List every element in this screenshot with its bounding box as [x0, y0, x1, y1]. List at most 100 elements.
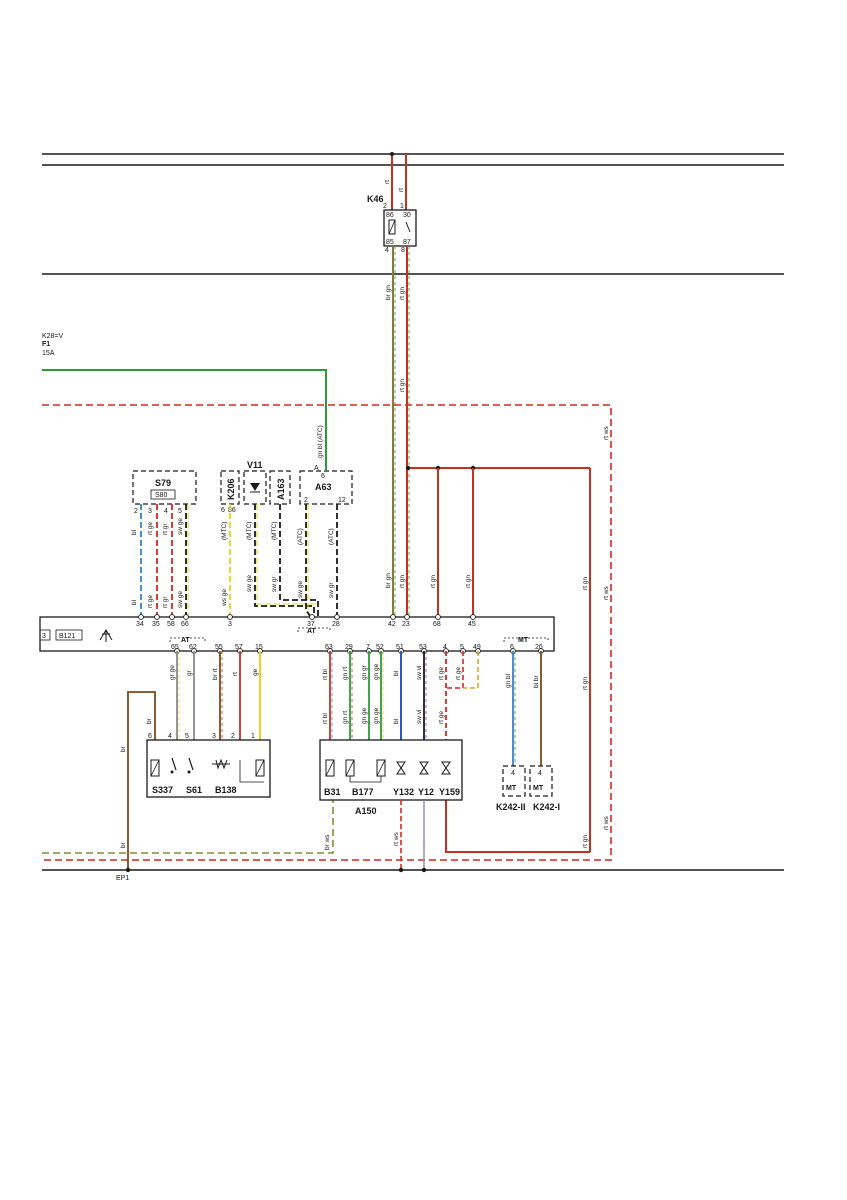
- pin: 45: [468, 621, 476, 628]
- fuse-label-3: 15A: [42, 350, 55, 357]
- junction: [405, 465, 411, 471]
- component-label-b31: B31: [324, 787, 341, 797]
- pin: 37: [307, 621, 315, 628]
- pin: 4: [385, 247, 389, 254]
- wire-label: br gn: [385, 285, 392, 300]
- pin: 4: [511, 770, 515, 777]
- component-label-b177: B177: [352, 787, 374, 797]
- connector-k242-i: [529, 765, 553, 797]
- wire-label: rt gn: [582, 677, 589, 690]
- wire-label: gn ge: [373, 707, 380, 724]
- valve-y12-icon: [419, 761, 429, 775]
- wire-label: gn rt: [342, 711, 349, 724]
- wire-label: sw gr: [328, 582, 335, 598]
- component-label-y132: Y132: [393, 787, 414, 797]
- s80-box: [150, 489, 176, 500]
- wire-label: br: [120, 841, 127, 848]
- pin: 63: [325, 644, 333, 651]
- internal-link: [239, 760, 264, 783]
- pin: 35: [152, 621, 160, 628]
- wire-gn-bl-atc: [42, 369, 327, 470]
- wire-label: rt gn: [430, 575, 437, 588]
- component-label-b-frag: 3: [42, 633, 46, 640]
- potentiometer-icon: [212, 758, 230, 770]
- wire-label: (MTC): [271, 522, 278, 540]
- group-label-at: AT: [307, 628, 317, 635]
- pin: 4: [164, 508, 168, 515]
- relay-switch-icon: [405, 221, 411, 233]
- wire-label: gn rt: [342, 667, 349, 680]
- mt-bracket: [503, 637, 549, 642]
- at-bracket: [169, 637, 206, 642]
- ground-point-ep1: EP1: [116, 875, 129, 882]
- ecu-connector-bar: [39, 616, 555, 652]
- wire-label: gn ge: [373, 663, 380, 680]
- component-label-a63: A63: [315, 482, 332, 492]
- wire-label: gr: [186, 669, 193, 676]
- wire-rt-gn-y159: [445, 800, 590, 853]
- group-label-mt: MT: [518, 637, 529, 644]
- switch-contact-icon: [171, 757, 194, 771]
- component-label-a150: A150: [355, 806, 377, 816]
- wire-label: (MTC): [246, 522, 253, 540]
- wire-label: rt ge: [147, 522, 154, 535]
- pin: 86: [228, 507, 236, 514]
- pin: 2: [383, 203, 387, 210]
- wire-label: rt gr: [162, 596, 169, 608]
- wire-label: rt gr: [162, 523, 169, 535]
- wire-label: br: [146, 717, 153, 724]
- component-label-s79: S79: [155, 478, 171, 488]
- ground-symbol-icon: [99, 629, 113, 642]
- group-label-at: AT: [181, 637, 191, 644]
- valve-y132-icon: [396, 761, 406, 775]
- module-a163: [269, 470, 291, 505]
- sub-label-mt: MT: [506, 785, 517, 792]
- ecu-top-pins: [138, 614, 476, 620]
- pin: 53: [419, 644, 427, 651]
- connector-box: [39, 629, 51, 641]
- pin: 7: [366, 644, 370, 651]
- pin: 6: [221, 507, 225, 514]
- component-label-s337: S337: [152, 785, 173, 795]
- component-label-k242-ii: K242-II: [496, 802, 526, 812]
- pin: 62: [189, 644, 197, 651]
- sensor-b31-icon: [325, 759, 335, 777]
- wire-label: rt ge: [147, 595, 154, 608]
- module-a63: [299, 470, 353, 505]
- wire-label: bl: [393, 670, 400, 676]
- wire-label: bl: [393, 718, 400, 724]
- wire-label: sw ge: [297, 581, 304, 598]
- wire-label: sw ge: [177, 518, 184, 535]
- wire-label: rt ws: [603, 816, 610, 830]
- wire-label: gr ge: [169, 665, 176, 680]
- wire-label: rt gn: [399, 575, 406, 588]
- wire-label: rt bl: [322, 713, 329, 724]
- wire-rt-ws-loop: [42, 404, 612, 861]
- relay-coil-diagonal: [388, 219, 396, 235]
- pin: 85: [386, 239, 394, 246]
- junction: [125, 867, 131, 873]
- resistor-diagonal: [150, 759, 160, 777]
- wire-label: sw ge: [246, 575, 253, 592]
- pin: 5: [460, 644, 464, 651]
- connector-box: [55, 629, 83, 641]
- pin: 3: [228, 621, 232, 628]
- pin: 6: [510, 644, 514, 651]
- pin: 51: [396, 644, 404, 651]
- pin: 52: [376, 644, 384, 651]
- component-label-y12: Y12: [418, 787, 434, 797]
- wire-label: br gn: [385, 573, 392, 588]
- pin: 1: [400, 203, 404, 210]
- wire-sw-gr-mtc: [279, 504, 319, 616]
- pin: 4: [168, 733, 172, 740]
- wire-label: bl br: [533, 675, 540, 688]
- wire-label: rt: [384, 180, 391, 184]
- wire-br-ground: [127, 691, 156, 870]
- wire-label: br ws: [324, 834, 331, 850]
- pin: 4: [538, 770, 542, 777]
- wire-label: rt gn: [465, 575, 472, 588]
- wire-label: gn bl (ATC): [317, 425, 324, 458]
- junction: [390, 152, 394, 156]
- pin: 2: [231, 733, 235, 740]
